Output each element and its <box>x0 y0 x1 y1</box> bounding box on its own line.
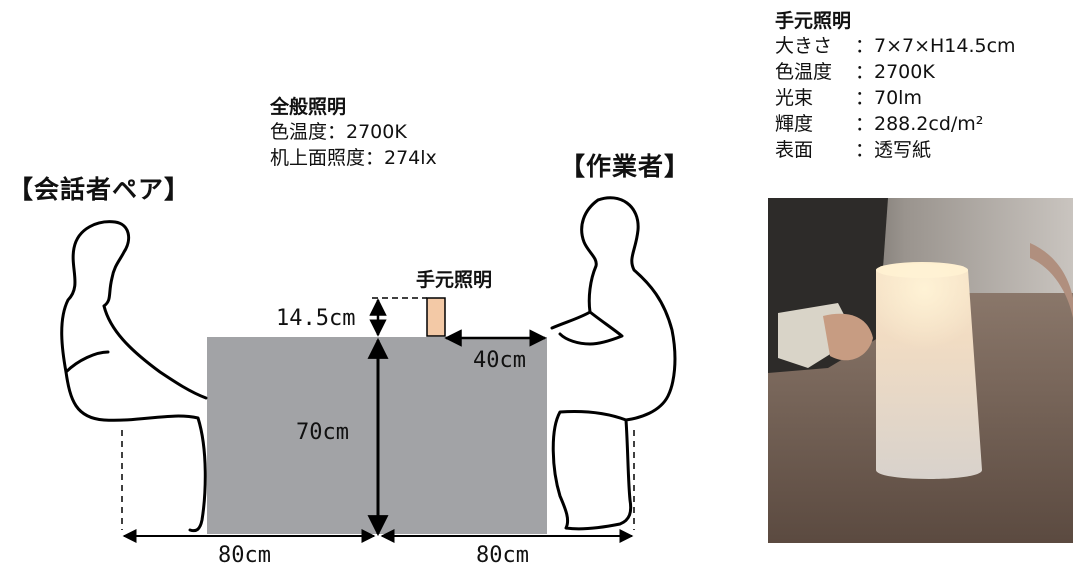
left-group-label: 【会話者ペア】 <box>8 175 191 204</box>
lamp-height-label: 14.5cm <box>276 306 356 331</box>
general-lighting-color-temp: 色温度：2700K <box>270 121 407 143</box>
spec-value: ：70lm <box>855 87 922 109</box>
spec-key: 表面 <box>775 139 814 161</box>
spec-title: 手元照明 <box>775 10 852 32</box>
spec-row-color-temp: 色温度 ：2700K <box>775 59 1016 85</box>
general-lighting-title: 全般照明 <box>270 96 347 118</box>
general-lighting-illuminance: 机上面照度：274lx <box>270 147 437 169</box>
spec-row-surface: 表面 ：透写紙 <box>775 137 1016 163</box>
spec-value: ：透写紙 <box>855 139 932 161</box>
spec-key: 色温度 <box>775 61 833 83</box>
task-light-spec: 手元照明 大きさ ：7×7×H14.5cm 色温度 ：2700K 光束 ：70l… <box>775 6 1016 163</box>
left-width-label: 80cm <box>218 543 271 568</box>
task-light-label: 手元照明 <box>416 269 493 291</box>
spec-value: ：288.2cd/m² <box>855 113 984 135</box>
spec-value: ：7×7×H14.5cm <box>855 35 1016 57</box>
seating-diagram <box>60 196 677 543</box>
desk-lamp <box>426 297 446 337</box>
spec-row-luminance: 輝度 ：288.2cd/m² <box>775 111 1016 137</box>
seated-person-right <box>550 196 677 531</box>
seated-person-left <box>60 220 208 533</box>
lamp-distance-label: 40cm <box>473 348 526 373</box>
table-height-label: 70cm <box>296 420 349 445</box>
spec-key: 光束 <box>775 87 814 109</box>
lamp-photo <box>768 198 1073 543</box>
general-lighting-block: 全般照明 色温度：2700K 机上面照度：274lx <box>270 92 437 171</box>
right-group-label: 【作業者】 <box>560 152 691 181</box>
spec-key: 大きさ <box>775 35 833 57</box>
spec-row-size: 大きさ ：7×7×H14.5cm <box>775 33 1016 59</box>
spec-value: ：2700K <box>855 61 935 83</box>
spec-row-flux: 光束 ：70lm <box>775 85 1016 111</box>
right-width-label: 80cm <box>476 543 529 568</box>
spec-key: 輝度 <box>775 113 814 135</box>
